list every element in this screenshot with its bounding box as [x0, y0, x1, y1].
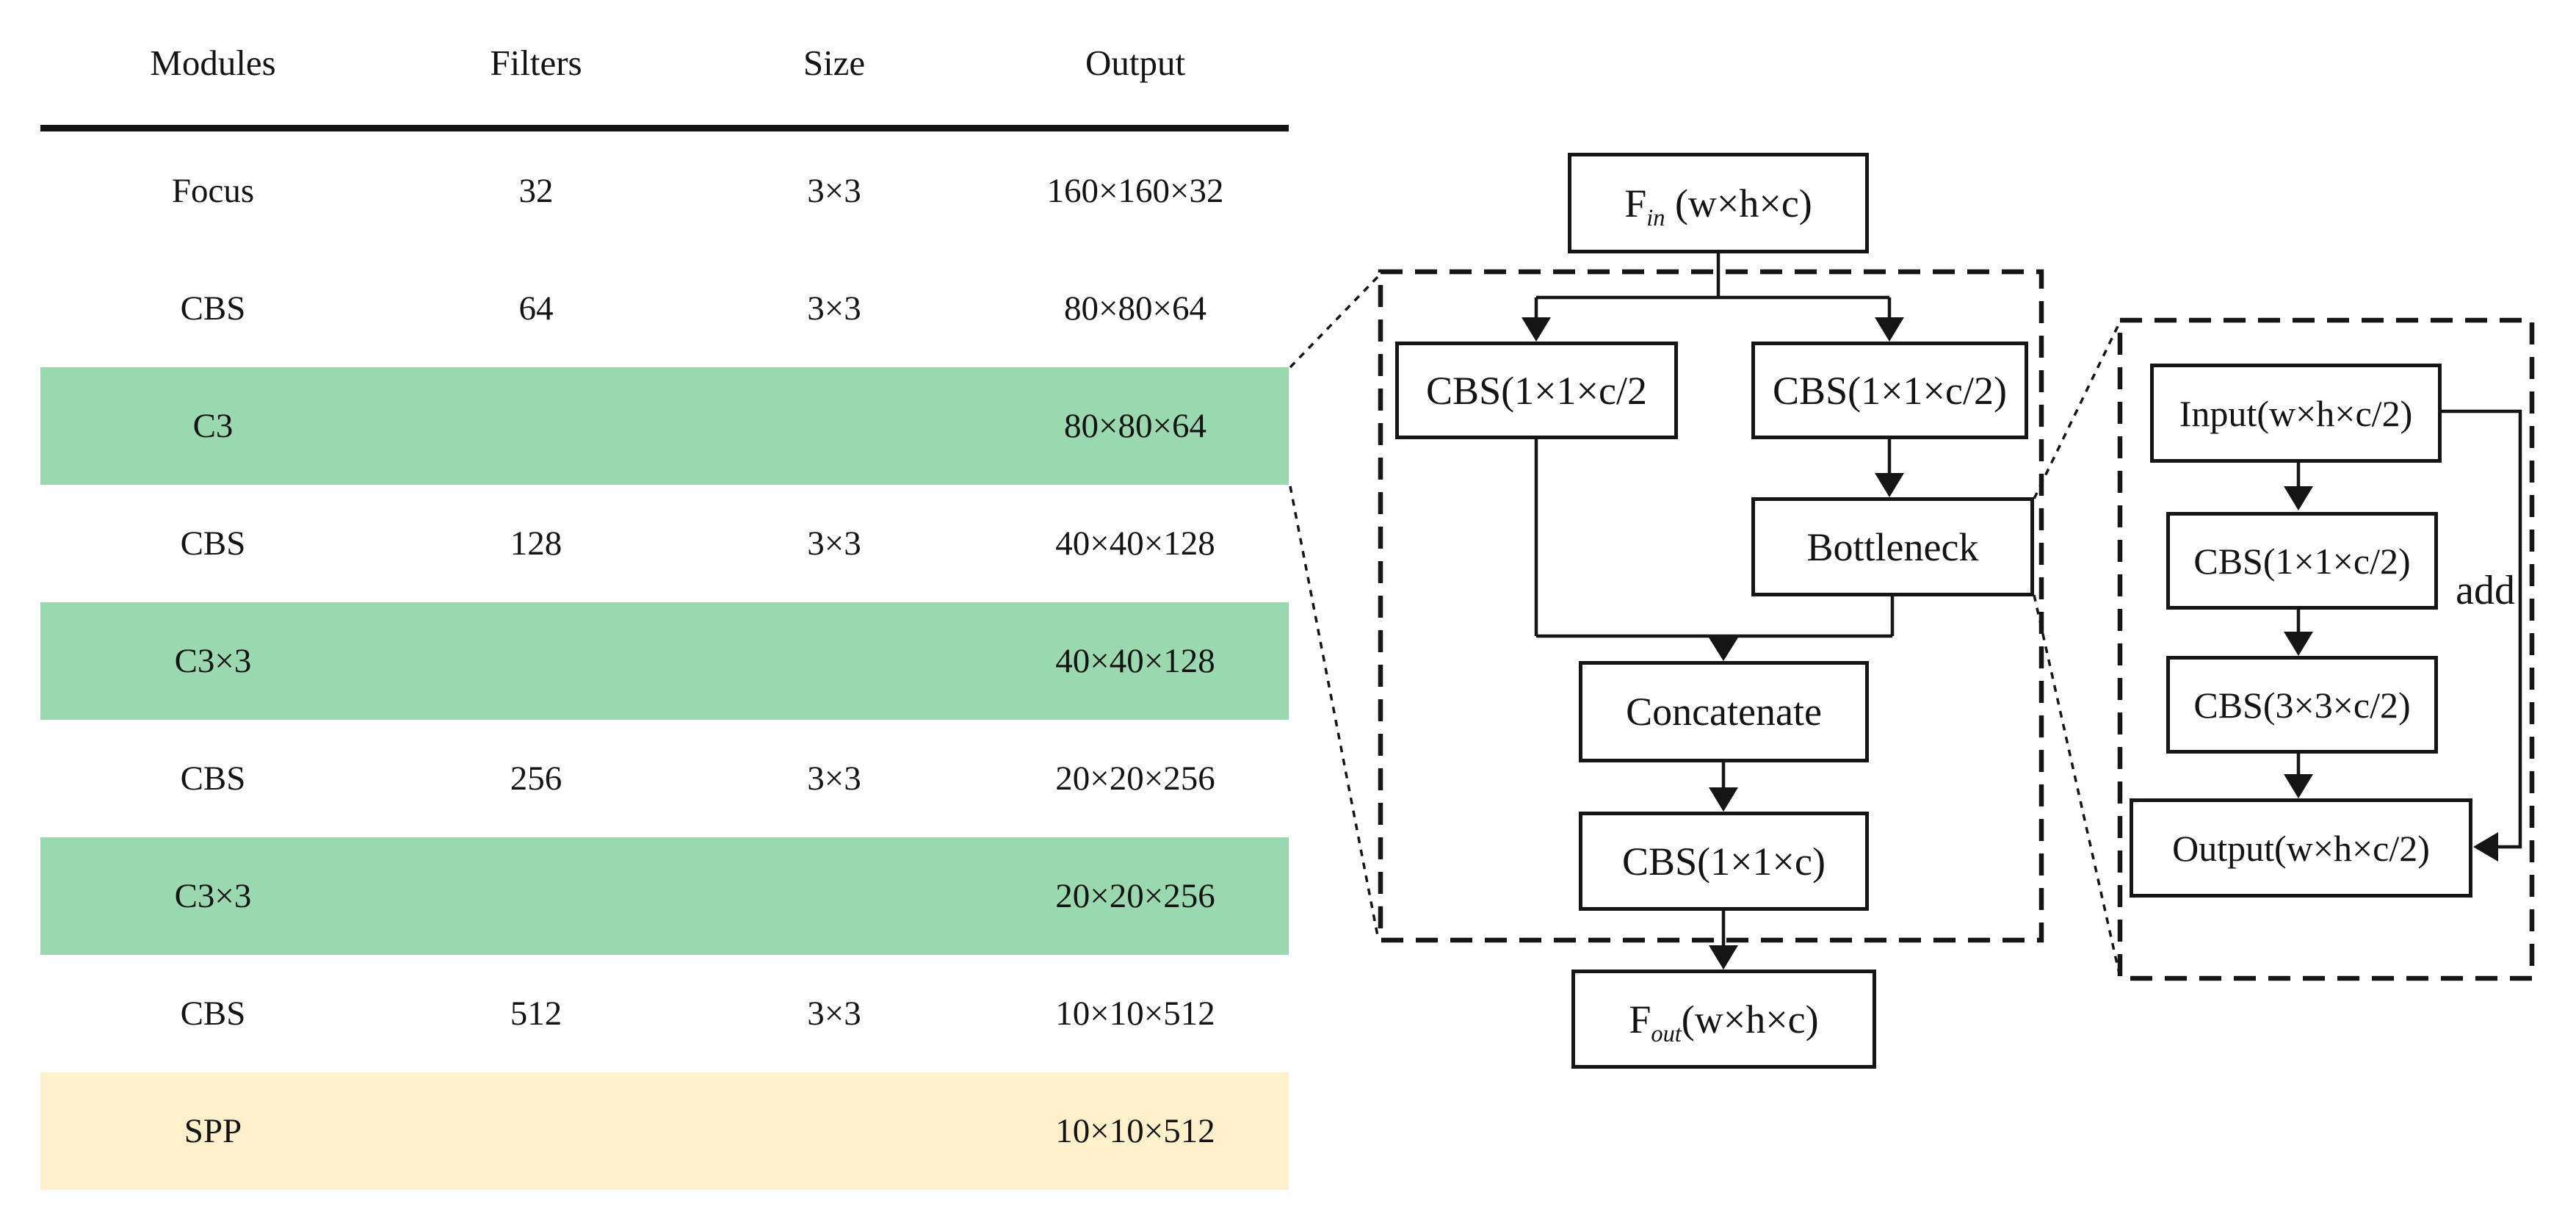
bn-cbs1-box: CBS(1×1×c/2): [2166, 512, 2438, 610]
cell-output: 40×40×128: [1055, 524, 1215, 563]
bn-cbs1-label: CBS(1×1×c/2): [2193, 540, 2411, 582]
table-row: Focus 32 3×3 160×160×32: [40, 132, 1289, 250]
modules-table: Focus 32 3×3 160×160×32 CBS 64 3×3 80×80…: [40, 132, 1289, 1190]
table-row: CBS 512 3×3 10×10×512: [40, 955, 1289, 1072]
col-header-output: Output: [1085, 42, 1186, 83]
cbs-out-box: CBS(1×1×c): [1579, 812, 1869, 911]
table-header-rule: [40, 125, 1289, 131]
table-header-row: Modules Filters Size Output: [40, 7, 1289, 118]
bn-output-box: Output(w×h×c/2): [2130, 798, 2472, 898]
arrowheads: [1522, 317, 2498, 970]
cbs-out-label: CBS(1×1×c): [1622, 839, 1826, 884]
cell-module: C3×3: [174, 877, 252, 915]
cell-size: 3×3: [807, 759, 861, 798]
bottleneck-label: Bottleneck: [1806, 524, 1979, 569]
concatenate-label: Concatenate: [1626, 690, 1822, 734]
table-row: CBS 128 3×3 40×40×128: [40, 485, 1289, 602]
fout-label: Fout(w×h×c): [1629, 997, 1819, 1047]
col-header-size: Size: [803, 42, 866, 83]
cell-output: 40×40×128: [1055, 642, 1215, 680]
table-row-highlight-green: C3×3 40×40×128: [40, 602, 1289, 720]
bn-cbs2-box: CBS(3×3×c/2): [2166, 656, 2438, 754]
cell-module: C3×3: [174, 642, 252, 680]
cell-module: CBS: [180, 994, 246, 1033]
bn-cbs2-label: CBS(3×3×c/2): [2193, 684, 2411, 726]
cell-module: Focus: [171, 172, 255, 210]
bottleneck-dashed-frame: [2117, 317, 2535, 981]
fin-box: Fin (w×h×c): [1568, 153, 1869, 253]
cell-filters: 32: [518, 172, 554, 210]
cbs-left-box: CBS(1×1×c/2: [1395, 342, 1678, 439]
cell-output: 10×10×512: [1055, 1112, 1215, 1150]
concatenate-box: Concatenate: [1579, 661, 1869, 762]
cell-module: CBS: [180, 759, 246, 798]
cell-module: C3: [192, 407, 234, 445]
cbs-left-label: CBS(1×1×c/2: [1426, 368, 1647, 413]
cell-size: 3×3: [807, 289, 861, 328]
fout-box: Fout(w×h×c): [1571, 970, 1876, 1069]
cell-size: 3×3: [807, 524, 861, 563]
cell-filters: 256: [510, 759, 562, 798]
col-header-filters: Filters: [490, 42, 582, 83]
cell-module: CBS: [180, 289, 246, 328]
c3-dashed-frame: [1378, 269, 2044, 943]
bottleneck-box: Bottleneck: [1751, 497, 2034, 596]
cbs-right-label: CBS(1×1×c/2): [1773, 368, 2007, 413]
cell-size: 3×3: [807, 172, 861, 210]
cell-filters: 64: [518, 289, 554, 328]
table-row: CBS 64 3×3 80×80×64: [40, 250, 1289, 367]
cell-filters: 128: [510, 524, 562, 563]
bn-output-label: Output(w×h×c/2): [2172, 827, 2430, 869]
cell-filters: 512: [510, 994, 562, 1033]
cell-output: 80×80×64: [1063, 407, 1206, 445]
col-header-modules: Modules: [150, 42, 276, 83]
fin-label: Fin (w×h×c): [1624, 181, 1812, 231]
bn-input-label: Input(w×h×c/2): [2179, 392, 2413, 434]
cell-output: 10×10×512: [1055, 994, 1215, 1033]
zoom-connector-lines: [1289, 272, 2121, 978]
cell-output: 20×20×256: [1055, 759, 1215, 798]
cell-output: 20×20×256: [1055, 877, 1215, 915]
cell-module: SPP: [184, 1112, 242, 1150]
cell-output: 80×80×64: [1063, 289, 1206, 328]
cbs-right-box: CBS(1×1×c/2): [1751, 342, 2028, 439]
cell-module: CBS: [180, 524, 246, 563]
table-row-highlight-green: C3 80×80×64: [40, 367, 1289, 485]
table-row: CBS 256 3×3 20×20×256: [40, 720, 1289, 837]
cell-output: 160×160×32: [1046, 172, 1224, 210]
bn-input-box: Input(w×h×c/2): [2150, 364, 2442, 463]
cell-size: 3×3: [807, 994, 861, 1033]
add-label: add: [2456, 568, 2515, 613]
table-row-highlight-yellow: SPP 10×10×512: [40, 1072, 1289, 1190]
table-row-highlight-green: C3×3 20×20×256: [40, 837, 1289, 955]
flow-lines: [1534, 253, 2522, 947]
